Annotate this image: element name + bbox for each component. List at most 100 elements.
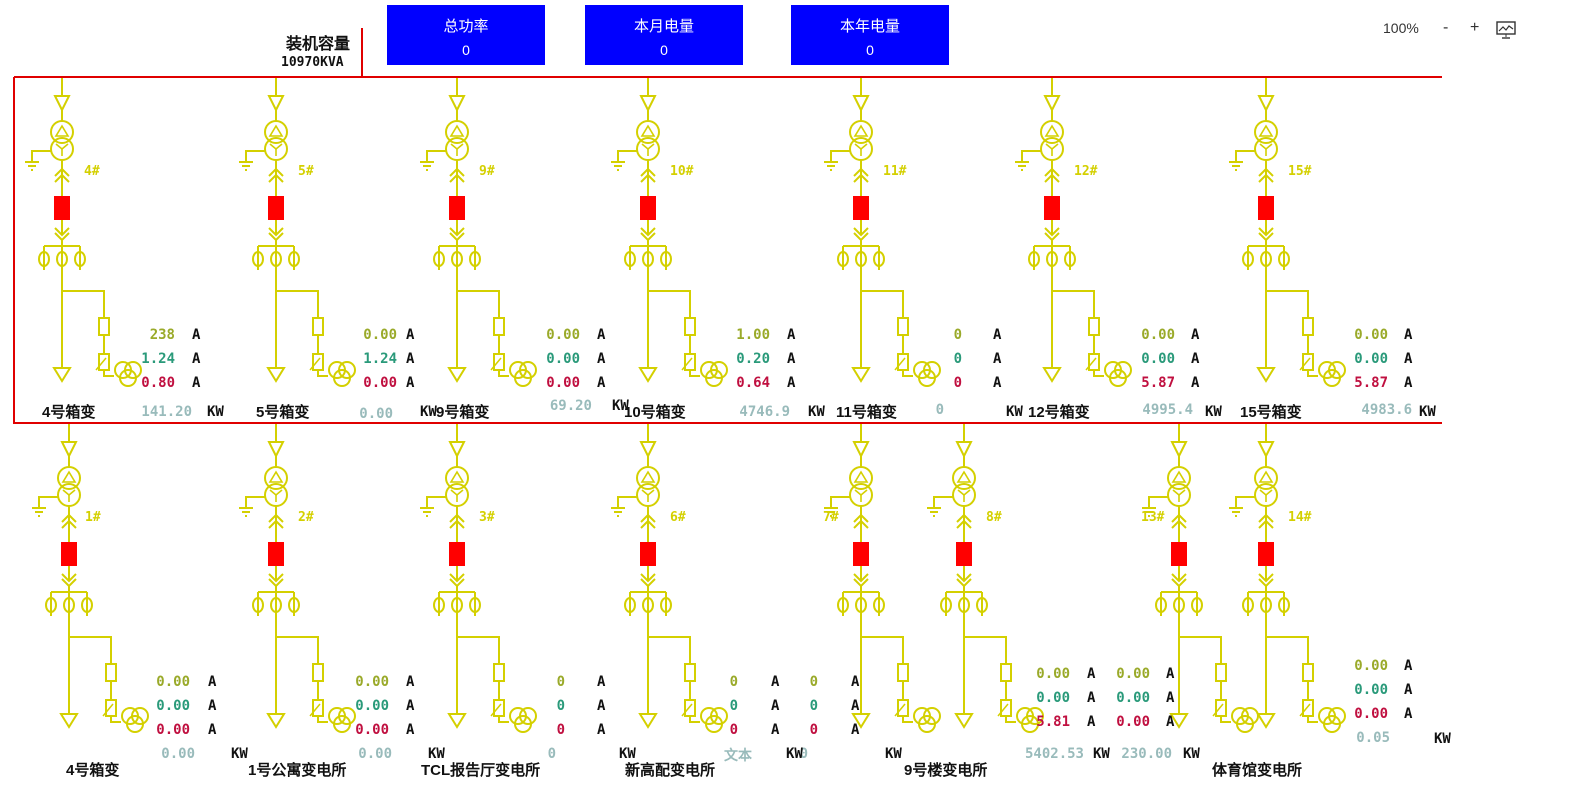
- breaker-icon: [853, 196, 869, 220]
- wye-icon: [1259, 489, 1273, 497]
- ct-icon: [1260, 597, 1272, 613]
- feeder-3: 3#: [420, 424, 537, 733]
- arrester-icon: [1088, 353, 1100, 371]
- zoom-in-button[interactable]: +: [1470, 19, 1480, 36]
- arrester-icon: [1299, 357, 1311, 371]
- ct-icon: [1155, 597, 1167, 613]
- amp-unit: A: [406, 351, 415, 367]
- feeder-5: 5#: [239, 78, 356, 387]
- arrow-icon: [448, 441, 466, 459]
- breaker-icon: [1258, 196, 1274, 220]
- amp-unit: A: [787, 375, 796, 391]
- monitor-icon[interactable]: [1496, 21, 1516, 42]
- phase-current-value: 0.00: [156, 698, 190, 714]
- fuse-icon: [312, 663, 324, 682]
- phase-current-value: 0.00: [1141, 351, 1175, 367]
- transformer-id-label: 2#: [298, 510, 314, 525]
- kpi-month-energy[interactable]: 本月电量 0: [585, 5, 743, 65]
- kpi-value: 0: [866, 42, 874, 58]
- power-value: 0.00: [358, 746, 392, 762]
- substation-name-label: 4号箱变: [42, 403, 95, 421]
- fuse-icon: [684, 317, 696, 336]
- phase-current-value: 0.20: [736, 351, 770, 367]
- ct-icon: [469, 597, 481, 613]
- ct-icon: [252, 251, 264, 267]
- ct-icon: [270, 597, 282, 613]
- phase-current-value: 0.00: [1354, 658, 1388, 674]
- transformer-id-label: 7#: [823, 510, 839, 525]
- substation-name-label: 15号箱变: [1240, 403, 1302, 421]
- arrester-icon: [1299, 703, 1311, 717]
- ground-line: [617, 150, 637, 162]
- transformer-primary-icon: [1040, 120, 1064, 144]
- pt-icon: [1021, 715, 1039, 733]
- disconnect-icon: [1258, 173, 1274, 183]
- kw-unit: KW: [428, 746, 445, 762]
- ct-icon: [624, 597, 636, 613]
- kw-unit: KW: [1205, 404, 1222, 420]
- disconnect-icon: [853, 167, 869, 177]
- feeder-12: 12#: [1015, 78, 1132, 387]
- substation-name-label: 新高配变电所: [625, 761, 715, 779]
- line: [498, 370, 509, 377]
- phase-current-value: 0.00: [363, 375, 397, 391]
- transformer-id-label: 9#: [479, 164, 495, 179]
- zoom-out-button[interactable]: -: [1443, 19, 1449, 36]
- ground-line: [1235, 150, 1255, 162]
- transformer-primary-icon: [50, 120, 74, 144]
- arrow-icon: [1169, 713, 1189, 729]
- breaker-icon: [54, 196, 70, 220]
- capacity-title: 装机容量: [286, 36, 351, 53]
- breaker-icon: [1258, 542, 1274, 566]
- kw-unit: KW: [207, 404, 224, 420]
- arrester-icon: [1000, 699, 1012, 717]
- delta-icon: [449, 124, 465, 137]
- arrow-icon: [448, 95, 466, 113]
- phase-current-value: 0: [730, 698, 738, 714]
- disconnect-icon: [1258, 513, 1274, 523]
- pt-icon: [514, 369, 532, 387]
- phase-current-value: 0: [810, 722, 818, 738]
- power-value: 4746.9: [739, 404, 790, 420]
- phase-current-value: 0.00: [1354, 706, 1388, 722]
- arrester-icon: [493, 699, 505, 717]
- transformer-primary-icon: [1254, 120, 1278, 144]
- ground-line: [830, 150, 850, 162]
- breaker-icon: [1171, 542, 1187, 566]
- ct-icon: [1242, 597, 1254, 613]
- amp-unit: A: [597, 698, 606, 714]
- substation-name-label: 体育馆变电所: [1212, 761, 1302, 779]
- kpi-total-power[interactable]: 总功率 0: [387, 5, 545, 65]
- transformer-primary-icon: [849, 120, 873, 144]
- ct-icon: [855, 251, 867, 267]
- ground-line: [38, 496, 58, 508]
- transformer-id-label: 14#: [1288, 510, 1312, 525]
- ct-icon: [940, 597, 952, 613]
- ct-icon: [976, 597, 988, 613]
- substation-name-label: 4号箱变: [66, 761, 119, 779]
- phase-current-value: 0.00: [1036, 666, 1070, 682]
- disconnect-icon: [449, 167, 465, 177]
- phase-current-value: 0: [557, 722, 565, 738]
- arrow-icon: [852, 441, 870, 459]
- pt-branch: [648, 290, 691, 318]
- fuse-icon: [493, 663, 505, 682]
- arrester-icon: [98, 353, 110, 371]
- kpi-year-energy[interactable]: 本年电量 0: [791, 5, 949, 65]
- feeder-11: 11#: [824, 78, 941, 387]
- kpi-label: 总功率: [443, 18, 489, 35]
- disconnect-icon: [449, 227, 465, 237]
- ct-icon: [1191, 597, 1203, 613]
- kw-unit: KW: [808, 404, 825, 420]
- delta-icon: [1044, 124, 1060, 137]
- ct-icon: [270, 251, 282, 267]
- amp-unit: A: [208, 674, 217, 690]
- feeder-9: 9#: [420, 78, 537, 387]
- transformer-primary-icon: [636, 466, 660, 490]
- wye-icon: [641, 489, 655, 497]
- arrester-icon: [1302, 699, 1314, 717]
- phase-current-value: 0: [810, 698, 818, 714]
- phase-current-value: 1.00: [736, 327, 770, 343]
- pt-branch: [276, 290, 319, 318]
